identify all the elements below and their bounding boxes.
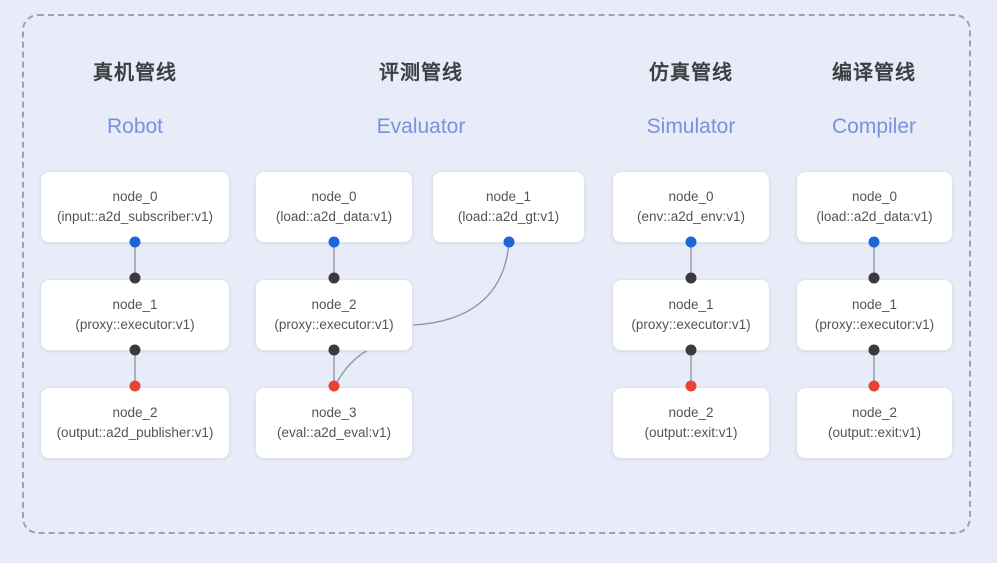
port-output-robot-0[interactable] (129, 236, 141, 248)
column-header-evaluator: 评测管线 Evaluator (341, 60, 501, 141)
node-id: node_2 (851, 405, 898, 420)
column-header-robot: 真机管线 Robot (55, 60, 215, 141)
node-simulator-0[interactable]: node_0 (env::a2d_env:v1) (612, 171, 770, 243)
node-type: (proxy::executor:v1) (631, 317, 751, 332)
port-input-compiler-1[interactable] (868, 272, 880, 284)
node-type: (output::exit:v1) (827, 425, 922, 440)
port-output-simulator-1[interactable] (685, 344, 697, 356)
edge-eval-gt-to-executor (412, 241, 510, 326)
column-title: 评测管线 (379, 62, 463, 84)
port-output-compiler-1[interactable] (868, 344, 880, 356)
node-type: (load::a2d_data:v1) (816, 209, 933, 224)
port-output-evaluator-0[interactable] (328, 236, 340, 248)
port-output-compiler-0[interactable] (868, 236, 880, 248)
node-id: node_2 (311, 297, 357, 312)
column-subtitle: Evaluator (376, 115, 466, 138)
node-id: node_0 (311, 189, 357, 204)
node-id: node_1 (112, 297, 158, 312)
column-subtitle: Robot (106, 115, 164, 138)
port-input-robot-2[interactable] (129, 380, 141, 392)
node-id: node_2 (668, 405, 714, 420)
node-evaluator-3[interactable]: node_3 (eval::a2d_eval:v1) (255, 387, 413, 459)
node-robot-1[interactable]: node_1 (proxy::executor:v1) (40, 279, 230, 351)
node-compiler-1[interactable]: node_1 (proxy::executor:v1) (796, 279, 953, 351)
node-type: (load::a2d_gt:v1) (457, 209, 560, 224)
port-input-simulator-1[interactable] (685, 272, 697, 284)
port-input-robot-1[interactable] (129, 272, 141, 284)
port-input-simulator-2[interactable] (685, 380, 697, 392)
node-compiler-0[interactable]: node_0 (load::a2d_data:v1) (796, 171, 953, 243)
node-type: (proxy::executor:v1) (274, 317, 394, 332)
column-title: 编译管线 (832, 62, 916, 84)
column-subtitle: Simulator (646, 115, 736, 138)
port-output-robot-1[interactable] (129, 344, 141, 356)
node-id: node_1 (851, 297, 898, 312)
node-evaluator-0[interactable]: node_0 (load::a2d_data:v1) (255, 171, 413, 243)
node-type: (load::a2d_data:v1) (275, 209, 393, 224)
node-id: node_1 (668, 297, 714, 312)
column-subtitle: Compiler (831, 115, 917, 138)
port-input-evaluator-3[interactable] (328, 380, 340, 392)
node-id: node_1 (485, 189, 532, 204)
node-evaluator-2[interactable]: node_2 (proxy::executor:v1) (255, 279, 413, 351)
node-evaluator-1[interactable]: node_1 (load::a2d_gt:v1) (432, 171, 585, 243)
node-id: node_3 (311, 405, 357, 420)
column-header-compiler: 编译管线 Compiler (794, 60, 954, 141)
column-title: 仿真管线 (649, 62, 733, 84)
port-output-evaluator-2[interactable] (328, 344, 340, 356)
node-type: (proxy::executor:v1) (75, 317, 195, 332)
column-title: 真机管线 (93, 62, 177, 84)
port-output-evaluator-1[interactable] (503, 236, 515, 248)
node-robot-2[interactable]: node_2 (output::a2d_publisher:v1) (40, 387, 230, 459)
node-simulator-1[interactable]: node_1 (proxy::executor:v1) (612, 279, 770, 351)
node-type: (output::a2d_publisher:v1) (56, 425, 214, 440)
edge-eval-executor-to-eval (334, 346, 375, 387)
node-type: (input::a2d_subscriber:v1) (56, 209, 214, 224)
column-header-simulator: 仿真管线 Simulator (611, 60, 771, 141)
node-id: node_0 (668, 189, 714, 204)
port-input-compiler-2[interactable] (868, 380, 880, 392)
port-output-simulator-0[interactable] (685, 236, 697, 248)
node-compiler-2[interactable]: node_2 (output::exit:v1) (796, 387, 953, 459)
node-type: (eval::a2d_eval:v1) (276, 425, 392, 440)
node-type: (output::exit:v1) (644, 425, 738, 440)
node-robot-0[interactable]: node_0 (input::a2d_subscriber:v1) (40, 171, 230, 243)
node-simulator-2[interactable]: node_2 (output::exit:v1) (612, 387, 770, 459)
node-id: node_0 (851, 189, 898, 204)
node-type: (proxy::executor:v1) (814, 317, 935, 332)
node-type: (env::a2d_env:v1) (636, 209, 746, 224)
port-input-evaluator-2[interactable] (328, 272, 340, 284)
node-id: node_2 (112, 405, 158, 420)
node-id: node_0 (112, 189, 158, 204)
